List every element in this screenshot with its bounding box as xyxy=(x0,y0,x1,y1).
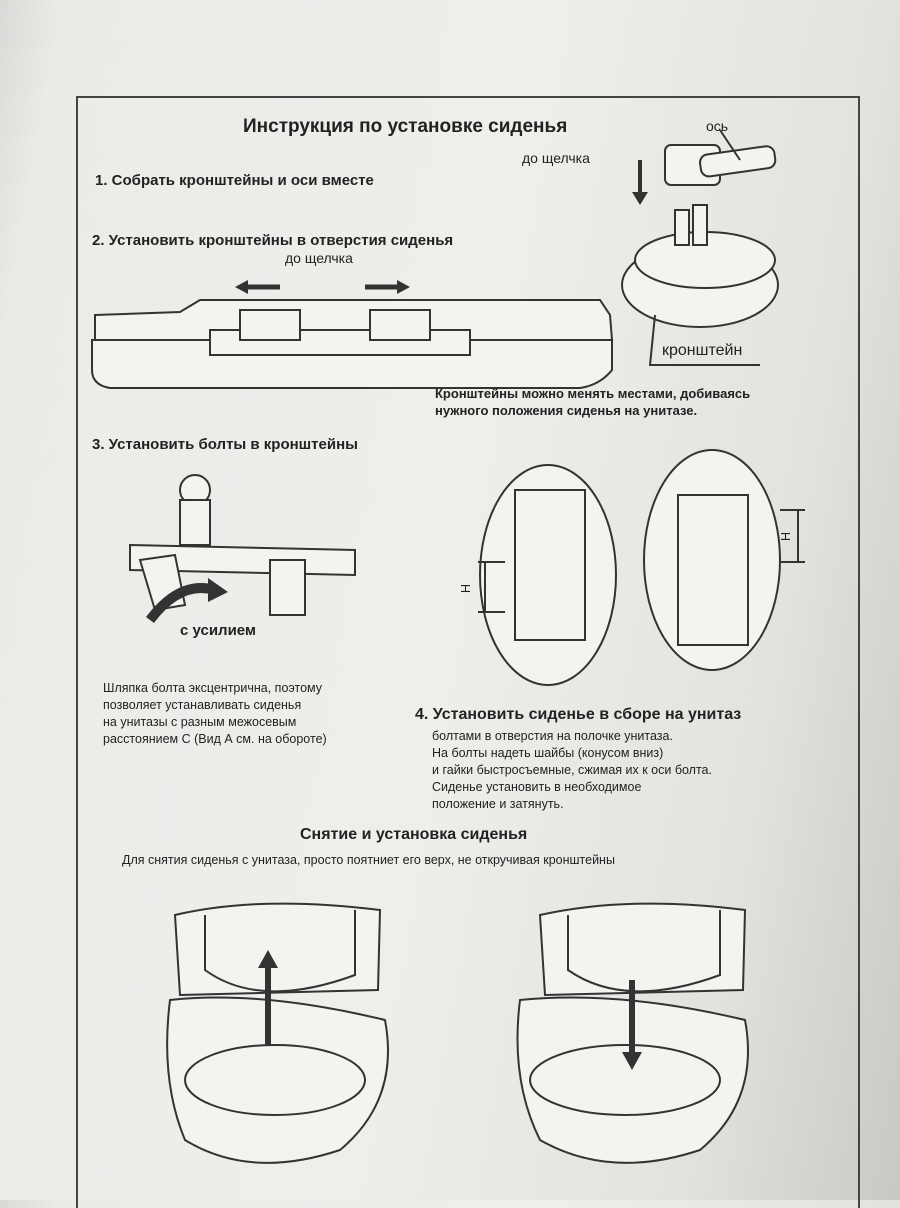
page-title: Инструкция по установке сиденья xyxy=(243,116,568,137)
label-click-2: до щелчка xyxy=(285,250,353,266)
seat-cross-section xyxy=(91,280,614,389)
label-click-1: до щелчка xyxy=(522,150,590,166)
toilet-remove xyxy=(166,902,389,1164)
label-h-left: H xyxy=(459,583,474,594)
note-line: нужного положения сиденья на унитазе. xyxy=(435,403,698,418)
removal-heading: Снятие и установка сиденья xyxy=(300,826,528,843)
note-line: на унитазы с разным межосевым xyxy=(103,715,297,729)
note-line: расстоянием С (Вид А см. на обороте) xyxy=(103,732,327,746)
note-line: Шляпка болта эксцентрична, поэтому xyxy=(103,681,323,695)
note-line: На болты надеть шайбы (конусом вниз) xyxy=(432,746,664,760)
bolt-illustration xyxy=(129,474,356,624)
toilet-install xyxy=(516,902,749,1164)
page-border xyxy=(76,96,860,1208)
note-line: Сиденье установить в необходимое xyxy=(432,780,642,794)
label-bracket: кронштейн xyxy=(662,342,743,359)
step-4-heading: 4. Установить сиденье в сборе на унитаз xyxy=(415,706,742,723)
note-line: и гайки быстросъемные, сжимая их к оси б… xyxy=(432,763,712,777)
note-line: Кронштейны можно менять местами, добивая… xyxy=(435,386,751,401)
label-force: с усилием xyxy=(180,622,257,639)
removal-text: Для снятия сиденья с унитаза, просто поя… xyxy=(122,853,615,867)
label-axis: ось xyxy=(706,118,729,134)
axis-illustration xyxy=(621,129,779,366)
note-line: болтами в отверстия на полочке унитаза. xyxy=(432,729,673,743)
note-line: позволяет устанавливать сиденья xyxy=(103,698,302,712)
step-2-heading: 2. Установить кронштейны в отверстия сид… xyxy=(92,232,454,249)
label-h-right: H xyxy=(779,531,794,542)
seat-ovals xyxy=(478,449,805,686)
note-line: положение и затянуть. xyxy=(432,797,564,811)
bracket-note: Кронштейны можно менять местами, добивая… xyxy=(435,385,750,419)
bolt-note: Шляпка болта эксцентрична, поэтому позво… xyxy=(103,680,327,748)
step-1-heading: 1. Собрать кронштейны и оси вместе xyxy=(95,172,374,189)
step-3-heading: 3. Установить болты в кронштейны xyxy=(92,436,358,453)
step-4-text: болтами в отверстия на полочке унитаза. … xyxy=(432,728,712,813)
